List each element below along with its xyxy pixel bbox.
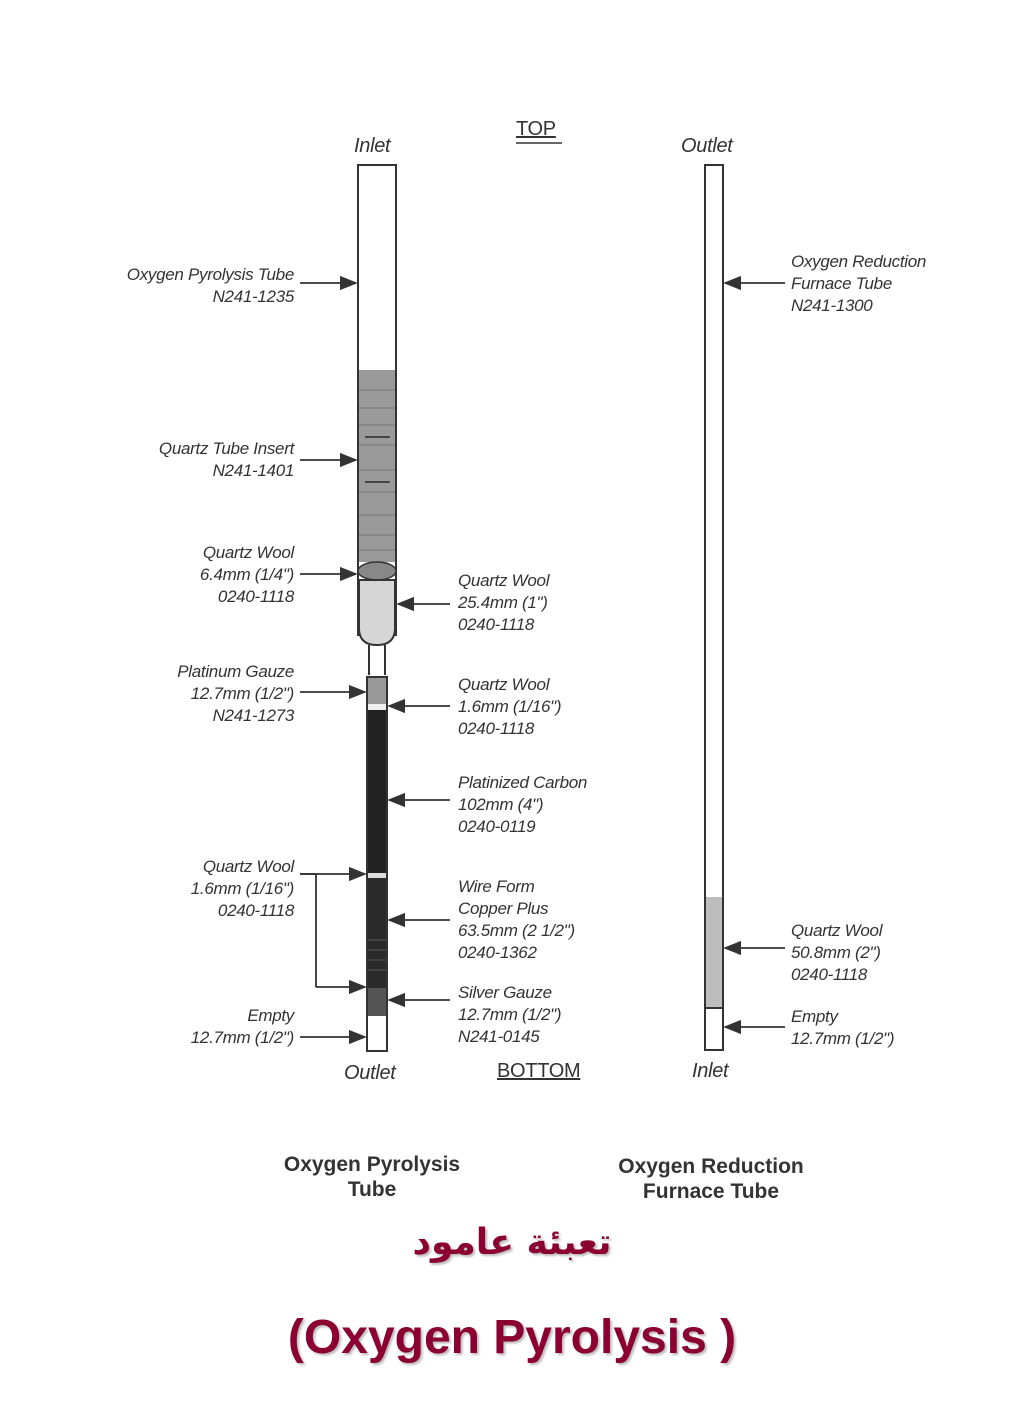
wire-form-copper xyxy=(368,878,386,988)
reduction-outlet-label: Outlet xyxy=(681,135,733,157)
reduction-inlet-label: Inlet xyxy=(692,1060,729,1082)
pyrolysis-outlet-label: Outlet xyxy=(344,1062,396,1084)
silver-gauze xyxy=(368,988,386,1016)
platinized-carbon xyxy=(368,710,386,873)
quartz-tube-insert xyxy=(359,370,395,562)
quartz-wool-6mm xyxy=(357,561,397,581)
pyrolysis-tube xyxy=(357,164,397,1052)
platinum-gauze xyxy=(368,678,386,704)
quartz-wool-1mm-bottom xyxy=(368,873,386,878)
pyrolysis-inlet-label: Inlet xyxy=(354,135,391,157)
quartz-wool-1mm-top xyxy=(368,704,386,710)
title-english: (Oxygen Pyrolysis ) xyxy=(287,1311,737,1364)
bottom-label: BOTTOM xyxy=(497,1060,581,1082)
reduction-tube xyxy=(704,164,724,1051)
quartz-wool-25mm xyxy=(358,579,396,647)
reduction-quartz-wool xyxy=(706,897,722,1007)
title-arabic: تعبئة عامود xyxy=(412,1222,612,1263)
reduction-tube-body xyxy=(704,164,724,1051)
top-label: TOP xyxy=(516,118,556,140)
empty-section xyxy=(368,1016,386,1050)
leader-lines xyxy=(300,275,785,1045)
